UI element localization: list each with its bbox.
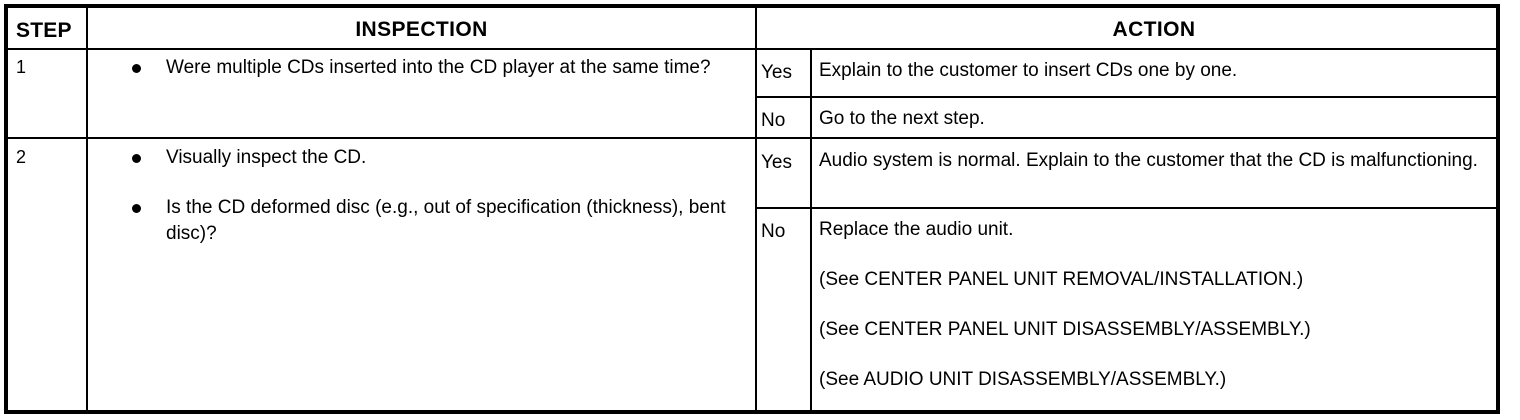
action-paragraph: Go to the next step. [819,108,985,129]
result-action-text: Audio system is normal. Explain to the c… [819,148,1491,174]
header-rule [8,48,1496,50]
inspection-bullet-item: Visually inspect the CD. [130,145,742,171]
bullet-icon [132,154,141,163]
step1-yesno-rule [755,96,1496,98]
inspection-bullet-label: Visually inspect the CD. [166,147,367,168]
step1-step2-rule [8,137,1496,139]
action-reference: (See CENTER PANEL UNIT DISASSEMBLY/ASSEM… [819,319,1311,340]
action-reference: (See CENTER PANEL UNIT REMOVAL/INSTALLAT… [819,269,1304,290]
step-inspection-text: Were multiple CDs inserted into the CD p… [130,55,742,81]
header-action: ACTION [1112,18,1196,41]
result-label-yes: Yes [761,62,792,83]
bullet-icon [132,204,141,213]
action-paragraph: Explain to the customer to insert CDs on… [819,60,1238,81]
action-paragraph: Audio system is normal. Explain to the c… [819,150,1478,171]
step-number: 2 [16,147,27,167]
step2-yesno-rule [755,207,1496,209]
step-inspection-text: Visually inspect the CD. Is the CD defor… [130,145,742,247]
result-label-no: No [761,221,786,242]
bullet-icon [132,64,141,73]
result-label-yes: Yes [761,152,792,173]
column-rule-yesno [810,48,812,410]
inspection-bullet-item: Is the CD deformed disc (e.g., out of sp… [130,195,742,247]
column-rule-step [86,8,88,410]
inspection-bullet-item: Were multiple CDs inserted into the CD p… [130,55,742,81]
action-reference: (See AUDIO UNIT DISASSEMBLY/ASSEMBLY.) [819,369,1227,390]
header-step: STEP [16,19,72,42]
column-rule-inspection [755,8,757,410]
action-paragraph: Replace the audio unit. [819,219,1014,240]
inspection-bullet-label: Is the CD deformed disc (e.g., out of sp… [166,197,726,244]
result-action-text: Replace the audio unit. (See CENTER PANE… [819,217,1491,393]
result-label-no: No [761,110,786,131]
inspection-bullet-label: Were multiple CDs inserted into the CD p… [166,57,711,78]
result-action-text: Explain to the customer to insert CDs on… [819,58,1491,84]
step-number: 1 [16,57,27,77]
header-inspection: INSPECTION [355,18,488,41]
result-action-text: Go to the next step. [819,106,1491,132]
troubleshooting-table: STEP INSPECTION ACTION 1 Were multiple C… [4,4,1500,414]
table-grid [8,8,1496,410]
